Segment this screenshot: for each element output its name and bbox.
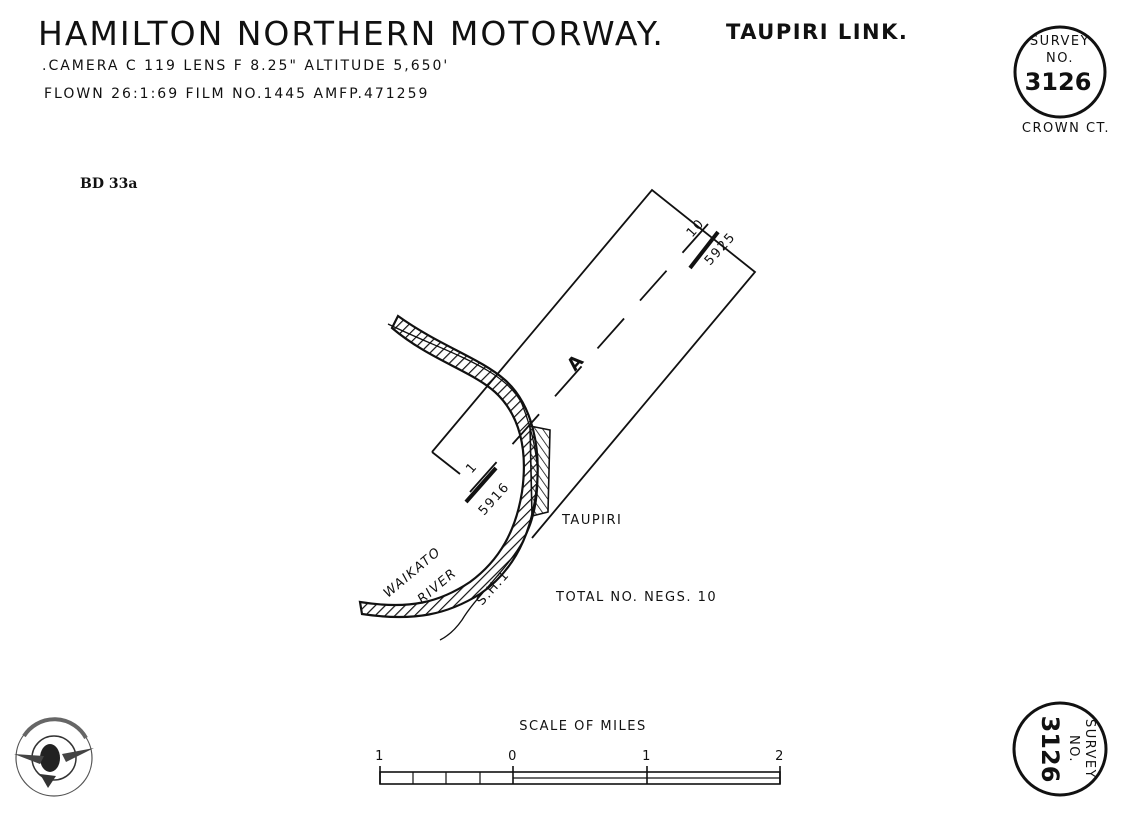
survey-stamp-bottom: SURVEY NO. 3126: [1012, 701, 1108, 797]
start-exposure-label: 1: [463, 459, 481, 476]
map-subtitle: TAUPIRI LINK.: [726, 20, 909, 44]
stamp-top-number: 3126: [1025, 68, 1092, 96]
town-label: TAUPIRI: [561, 513, 622, 528]
aerial-mapping-logo: [14, 717, 94, 797]
stamp-bottom-line1: SURVEY: [1082, 719, 1097, 779]
sheet-id: BD 33a: [80, 176, 138, 192]
stamp-bottom-number: 3126: [1036, 716, 1064, 783]
scale-tick-4: 2: [775, 749, 785, 764]
scale-tick-2: 0: [508, 749, 518, 764]
river-band: [358, 314, 539, 619]
stamp-top-line2: NO.: [1046, 51, 1074, 66]
end-frame-label: 5925: [702, 230, 739, 269]
total-negs-label: TOTAL NO. NEGS. 10: [555, 590, 717, 605]
taupiri-township: [529, 425, 551, 518]
stamp-top-caption: CROWN CT.: [1022, 121, 1110, 136]
stamp-top-line1: SURVEY: [1030, 34, 1090, 49]
flight-info: FLOWN 26:1:69 FILM NO.1445 AMFP.471259: [44, 86, 430, 102]
scale-tick-1: 1: [375, 749, 385, 764]
map-title: HAMILTON NORTHERN MOTORWAY.: [38, 14, 665, 53]
end-exposure-label: 10: [684, 216, 708, 241]
scale-title: SCALE OF MILES: [519, 719, 646, 734]
stamp-bottom-line2: NO.: [1066, 735, 1081, 763]
run-label: A: [563, 351, 588, 375]
start-frame-bar: [464, 466, 498, 504]
scale-tick-3: 1: [642, 749, 652, 764]
camera-info: .CAMERA C 119 LENS F 8.25" ALTITUDE 5,65…: [42, 58, 450, 74]
end-frame-bar: [688, 230, 720, 270]
survey-stamp-top: SURVEY NO. 3126 CROWN CT.: [1013, 25, 1110, 136]
scale-bar: SCALE OF MILES 1 0 1 2: [375, 719, 785, 785]
flight-run-outline: [431, 188, 757, 539]
